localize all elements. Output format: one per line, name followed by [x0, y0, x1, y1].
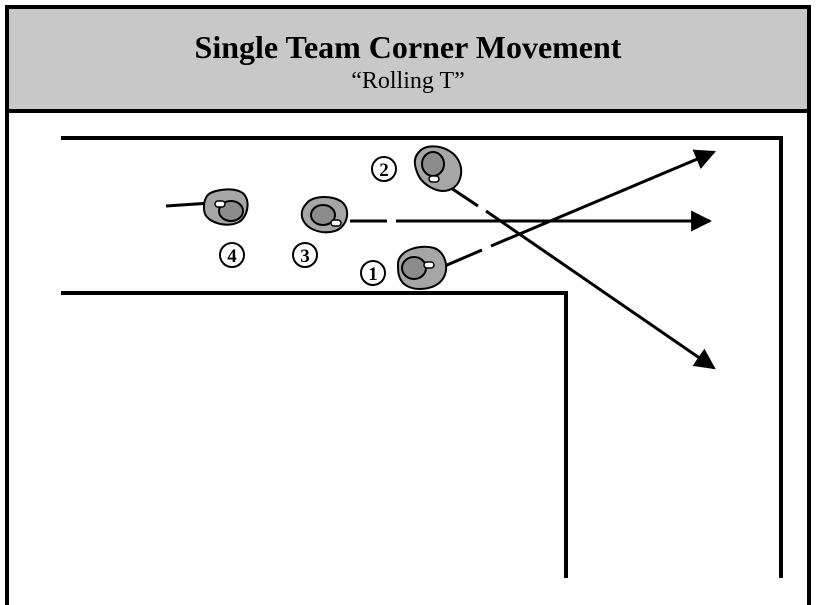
path-skater-1 [439, 149, 716, 270]
path-skater-2 [447, 184, 716, 370]
skater-4-number: 4 [219, 242, 245, 268]
skater-3-icon [300, 196, 349, 234]
diagram-title: Single Team Corner Movement [194, 29, 622, 65]
title-banner: Single Team Corner Movement “Rolling T” [9, 9, 807, 113]
skater-3-number: 3 [292, 242, 318, 268]
svg-text:2: 2 [379, 160, 389, 181]
inner-track-boundary [61, 291, 568, 578]
svg-text:1: 1 [368, 264, 378, 285]
svg-text:3: 3 [300, 246, 310, 267]
diagram-subtitle: “Rolling T” [351, 68, 465, 94]
svg-text:4: 4 [227, 246, 237, 267]
skater-4-icon [202, 188, 249, 226]
diagram-frame [5, 5, 811, 605]
skater-1-icon [396, 245, 448, 290]
outer-track-boundary [61, 136, 783, 578]
skater-1-number: 1 [360, 260, 386, 286]
skater-2-icon [413, 145, 463, 192]
skater-2-number: 2 [371, 156, 397, 182]
